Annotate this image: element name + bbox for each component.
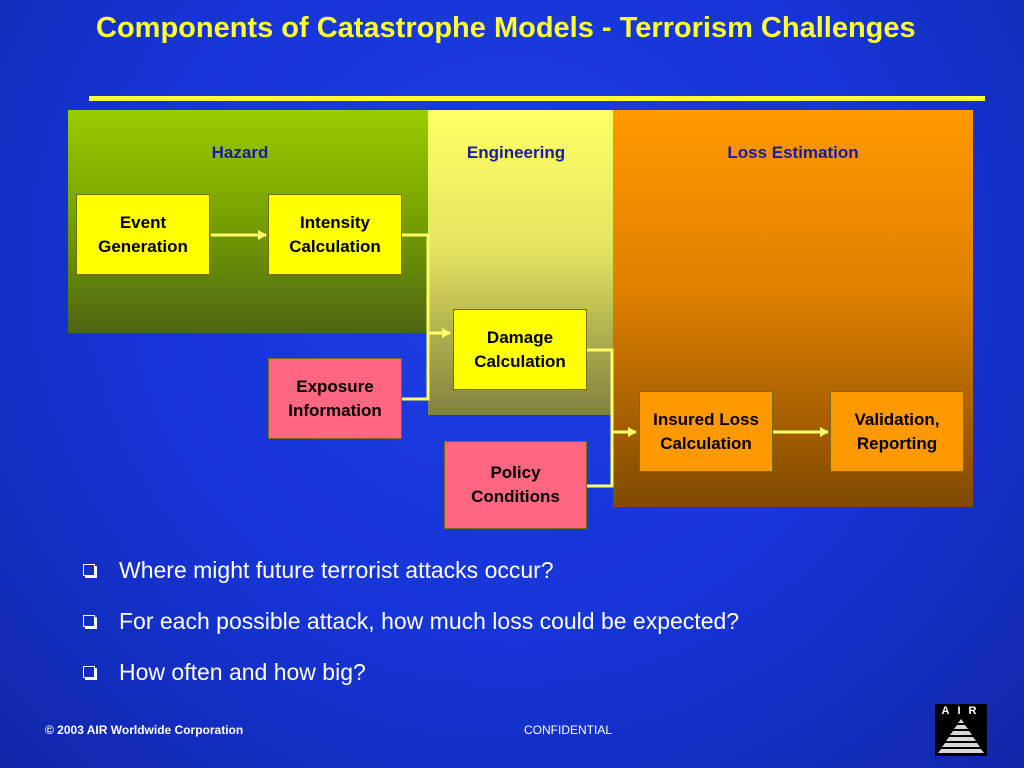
- air-logo-text: AIR: [941, 705, 985, 717]
- damage-calculation-box: Damage Calculation: [453, 309, 587, 390]
- bullet-text: How often and how big?: [119, 659, 366, 685]
- checkbox-bullet-icon: [83, 615, 95, 627]
- policy-conditions-box: Policy Conditions: [444, 441, 587, 529]
- bullet-item: For each possible attack, how much loss …: [80, 603, 960, 654]
- hazard-label: Hazard: [211, 143, 269, 162]
- title-divider: [89, 96, 985, 101]
- engineering-label: Engineering: [466, 143, 566, 162]
- connector-intensity-to-damage: [402, 233, 430, 333]
- connector-policy-to-loss: [587, 432, 614, 488]
- bullet-text: Where might future terrorist attacks occ…: [119, 557, 554, 583]
- loss-estimation-label: Loss Estimation: [727, 143, 859, 162]
- bullet-text: For each possible attack, how much loss …: [119, 608, 740, 634]
- exposure-information-box: Exposure Information: [268, 358, 402, 439]
- validation-reporting-box: Validation, Reporting: [830, 391, 964, 472]
- connector-exposure-to-damage: [402, 333, 430, 401]
- event-generation-box: Event Generation: [76, 194, 210, 275]
- connector-damage-to-loss: [587, 348, 614, 432]
- copyright-footer: © 2003 AIR Worldwide Corporation: [45, 723, 244, 737]
- bullet-list: Where might future terrorist attacks occ…: [80, 552, 960, 705]
- checkbox-bullet-icon: [83, 564, 95, 576]
- insured-loss-calculation-box: Insured Loss Calculation: [639, 391, 773, 472]
- bullet-item: Where might future terrorist attacks occ…: [80, 552, 960, 603]
- confidential-label: CONFIDENTIAL: [524, 723, 613, 737]
- intensity-calculation-box: Intensity Calculation: [268, 194, 402, 275]
- pyramid-icon: [938, 719, 984, 753]
- checkbox-bullet-icon: [83, 666, 95, 678]
- air-logo: AIR: [935, 704, 987, 756]
- bullet-item: How often and how big?: [80, 654, 960, 705]
- slide-title: Components of Catastrophe Models - Terro…: [96, 12, 916, 44]
